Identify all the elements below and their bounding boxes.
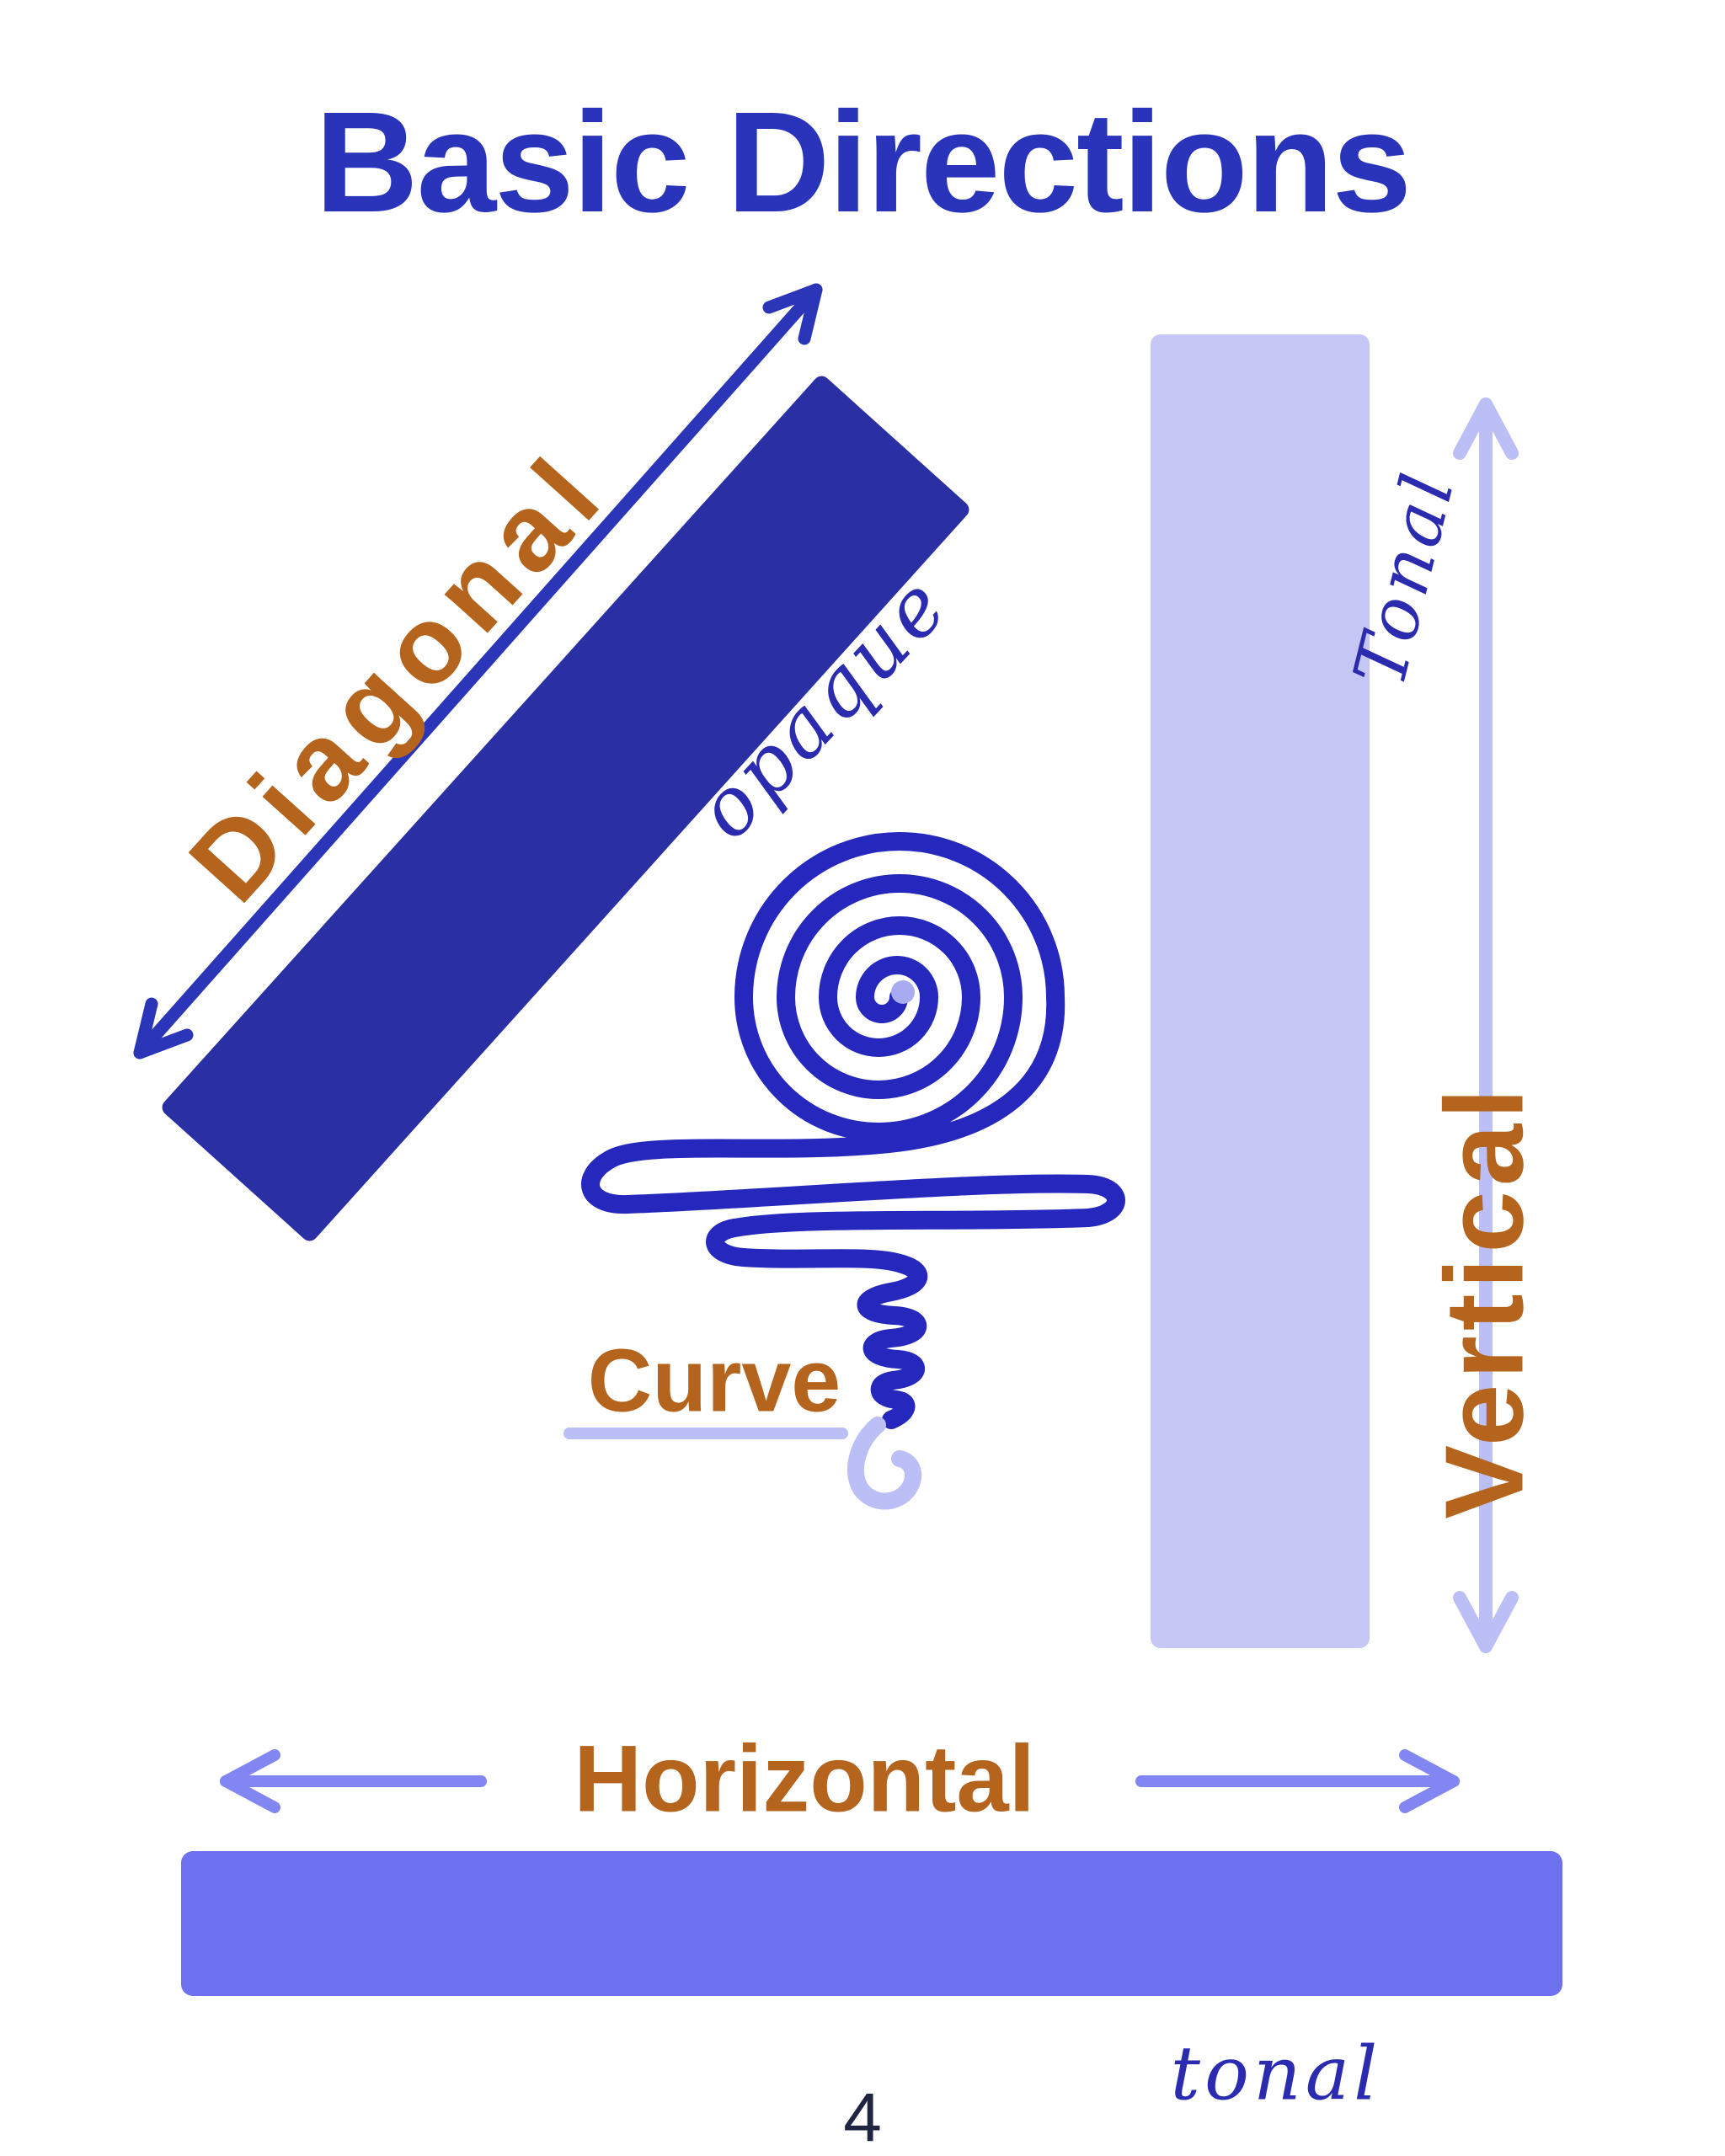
page-title: Basic Directions (314, 83, 1412, 243)
spiral-center-dot (891, 980, 915, 1004)
horizontal-arrow-left-icon (220, 1749, 487, 1813)
vertical-label: Vertical (1422, 1083, 1546, 1519)
tonal-horizontal-label: tonal (1170, 2030, 1382, 2117)
vertical-bar (1151, 334, 1370, 1648)
curve-hook-icon (847, 1417, 922, 1510)
spiral-curve-icon (581, 832, 1125, 1429)
horizontal-label: Horizontal (574, 1726, 1035, 1832)
curve-label: Curve (587, 1331, 841, 1431)
horizontal-arrow-right-icon (1135, 1749, 1460, 1813)
diagonal-double-arrow-icon (133, 283, 823, 1059)
page-number: 4 (843, 2079, 882, 2156)
horizontal-bar (181, 1851, 1562, 1996)
vertical-double-arrow-icon (1453, 398, 1519, 1653)
